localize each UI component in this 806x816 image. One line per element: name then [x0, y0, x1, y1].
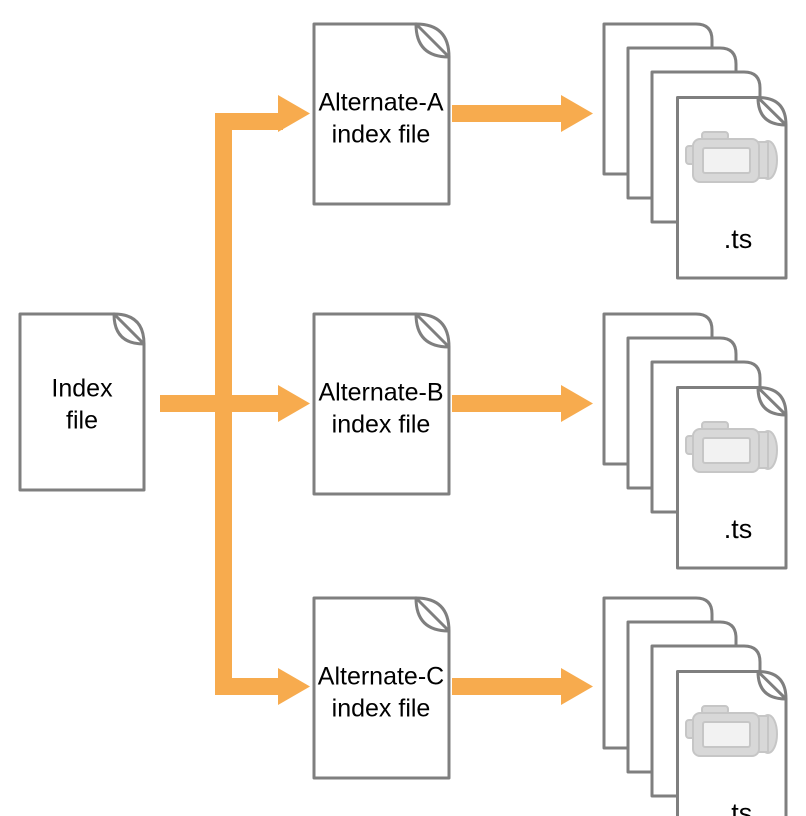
node-alternate-b[interactable]: Alternate-B index file [312, 312, 451, 496]
node-segments-a[interactable]: .ts [602, 22, 788, 280]
alternate-c-label-line1: Alternate-C [318, 663, 444, 691]
camcorder-icon [685, 131, 778, 183]
connector-bus-to-alternate-c [215, 668, 310, 705]
segments-c-label: .ts [724, 798, 753, 816]
index-file-label-line2: file [66, 407, 98, 435]
alternate-b-label-line1: Alternate-B [318, 379, 443, 407]
node-index-file[interactable]: Index file [18, 312, 146, 492]
page-fold-icon [756, 386, 788, 417]
segments-a-label: .ts [724, 224, 753, 254]
connector-bus-to-alternate-b [215, 385, 310, 422]
page-fold-icon [756, 96, 788, 127]
document-shape [312, 312, 451, 496]
stack-sheet-front: .ts [676, 386, 788, 570]
index-file-label-line1: Index [51, 375, 113, 403]
alternate-a-label-line1: Alternate-A [318, 89, 443, 117]
stack-sheet-front: .ts [676, 96, 788, 280]
node-segments-b[interactable]: .ts [602, 312, 788, 570]
alternate-a-label-line2: index file [332, 121, 431, 149]
node-alternate-a[interactable]: Alternate-A index file [312, 22, 451, 206]
connector-alternate-a-to-segments-a [452, 95, 593, 132]
document-shape [18, 312, 146, 492]
page-fold-icon [756, 670, 788, 701]
connector-group [160, 95, 593, 705]
camcorder-icon [685, 705, 778, 757]
connector-alternate-c-to-segments-c [452, 668, 593, 705]
camcorder-icon [685, 421, 778, 473]
connector-alternate-b-to-segments-b [452, 385, 593, 422]
node-segments-c[interactable]: .ts [602, 596, 788, 816]
document-shape [312, 596, 451, 780]
node-alternate-c[interactable]: Alternate-C index file [312, 596, 451, 780]
alternate-b-label-line2: index file [332, 411, 431, 439]
page-fold-icon [414, 22, 451, 59]
connector-index-to-bus [160, 395, 232, 412]
alternate-c-label-line2: index file [332, 695, 431, 723]
stack-sheet-front: .ts [676, 670, 788, 816]
page-fold-icon [414, 312, 451, 349]
page-fold-icon [414, 596, 451, 633]
connector-bus-to-alternate-a [215, 95, 310, 132]
segments-b-label: .ts [724, 514, 753, 544]
page-fold-icon [112, 312, 146, 346]
document-shape [312, 22, 451, 206]
